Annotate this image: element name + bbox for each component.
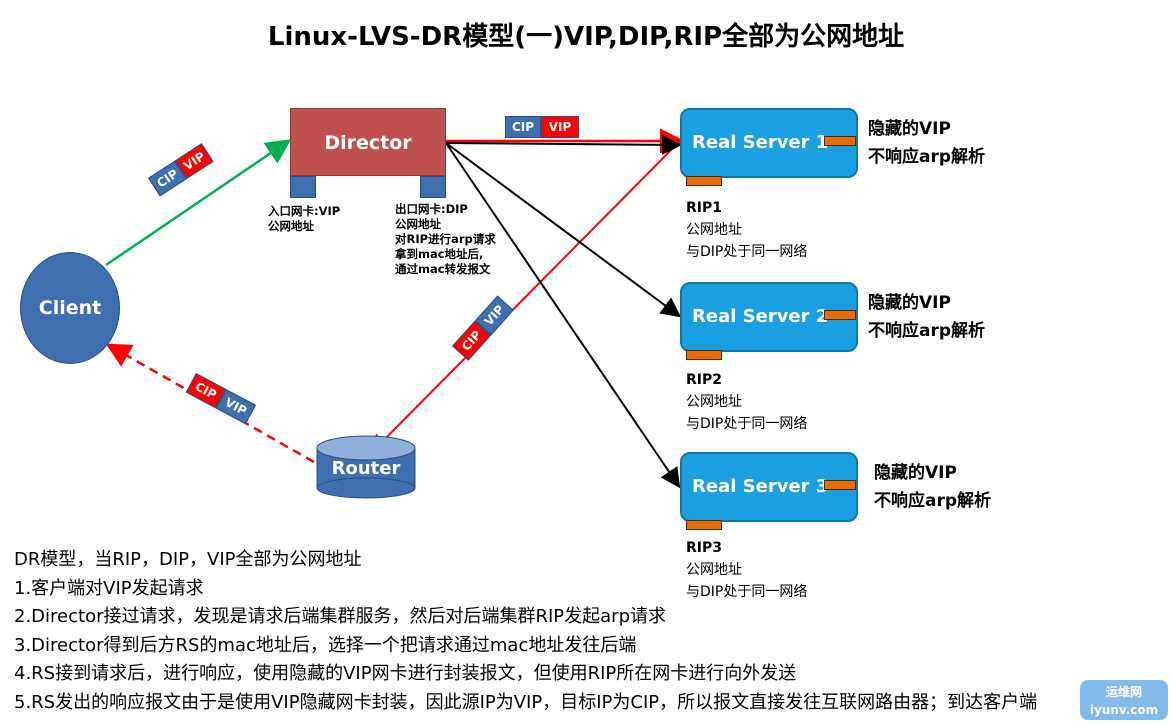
rs2-public: 公网地址 [686,394,742,410]
rs2-hidden-vip: 隐藏的VIP [868,293,951,313]
description-line: 4.RS接到请求后，进行响应，使用隐藏的VIP网卡进行封装报文，但使用RIP所在… [14,663,797,684]
router-to-client-arrow [105,343,315,464]
watermark-logo: 运维网 iyunv.com [1080,680,1168,720]
rs1-to-router-arrow [369,140,681,455]
rs1-public: 公网地址 [686,222,742,238]
description-list: DR模型，当RIP，DIP，VIP全部为公网地址 1.客户端对VIP发起请求 2… [14,546,1154,717]
rs3-rip: RIP3 [686,540,722,556]
rs1-same-net: 与DIP处于同一网络 [686,244,808,260]
client-label: Client [38,297,102,319]
description-line: DR模型，当RIP，DIP，VIP全部为公网地址 [14,549,362,570]
rs1-no-arp: 不响应arp解析 [868,147,986,167]
director-node: Director [290,108,446,176]
packet-vip-label: VIP [541,116,579,138]
rs1-rip-nic-icon [686,176,722,186]
rs3-same-net: 与DIP处于同一网络 [686,584,808,600]
router-label: Router [331,458,401,479]
rs3-hidden-vip: 隐藏的VIP [874,463,957,483]
director-in-nic-label: 入口网卡:VIP 公网地址 [268,204,341,233]
watermark-line2: iyunv.com [1089,703,1159,717]
rs2-rip: RIP2 [686,372,722,388]
client-node: Client [20,252,120,364]
rs2-same-net: 与DIP处于同一网络 [686,416,808,432]
diagram-title: Linux-LVS-DR模型(一)VIP,DIP,RIP全部为公网地址 [267,22,905,52]
description-line: 3.Director得到后方RS的mac地址后，选择一个把请求通过mac地址发往… [14,634,637,656]
director-to-rs2-arrow [445,142,682,318]
client-to-director-arrow [105,139,292,267]
rs3-label: Real Server 3 [692,476,829,497]
rs3-vip-nic-icon [824,480,856,490]
rs2-no-arp: 不响应arp解析 [868,321,986,341]
rs3-rip-nic-icon [686,520,722,530]
rs2-vip-nic-icon [824,310,856,320]
description-line: 2.Director接过请求，发现是请求后端集群服务，然后对后端集群RIP发起a… [14,606,667,627]
router-icon [316,435,416,499]
rs1-hidden-vip: 隐藏的VIP [868,119,951,139]
description-line: 5.RS发出的响应报文由于是使用VIP隐藏网卡封装，因此源IP为VIP，目标IP… [14,691,1038,713]
director-to-rs1-black-arrow [445,134,682,155]
description-line: 1.客户端对VIP发起请求 [14,577,204,599]
rs3-no-arp: 不响应arp解析 [874,491,992,511]
director-out-nic-label: 出口网卡:DIP 公网地址 对RIP进行arp请求 拿到mac地址后, 通过ma… [395,202,496,276]
director-label: Director [324,132,412,154]
director-out-nic-icon [420,176,446,198]
rs2-label: Real Server 2 [692,306,829,327]
rs1-vip-nic-icon [824,136,856,146]
director-in-nic-icon [290,176,316,198]
director-to-rs3-arrow [445,142,681,489]
rs2-rip-nic-icon [686,350,722,360]
rs1-rip: RIP1 [686,200,722,216]
watermark-line1: 运维网 [1105,685,1142,699]
packet-cip-label: CIP [505,116,541,138]
rs3-public: 公网地址 [686,562,742,578]
rs1-label: Real Server 1 [692,132,829,153]
